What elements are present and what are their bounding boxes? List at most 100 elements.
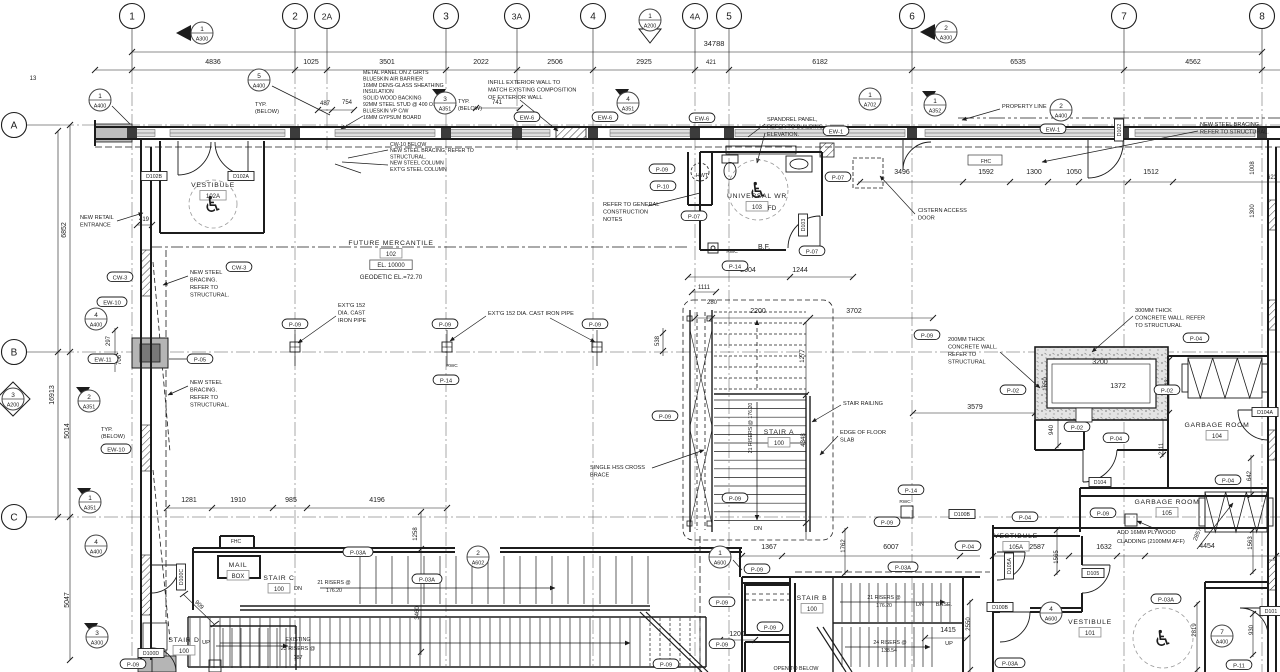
note-line: BLUESKIN VP C/W	[363, 108, 409, 114]
callout-P-14: P-14	[721, 260, 749, 272]
dimension-label: 3200	[1092, 359, 1108, 366]
steel-column	[1119, 126, 1129, 140]
note-line: REFER TO	[190, 285, 219, 291]
dimension-label: 297	[106, 335, 112, 346]
note-line: IRON PIPE	[338, 318, 367, 324]
annotation-text: 138.54	[881, 648, 897, 654]
marker-number: 4	[626, 96, 630, 103]
dimension-label: 3702	[846, 308, 862, 315]
grid-bubble-label: 8	[1259, 12, 1265, 23]
marker-sheet: A400	[90, 550, 103, 556]
marker-sheet: A602	[472, 561, 485, 567]
callout-P-04: P-04	[1214, 474, 1242, 486]
door-tag-label: D100D	[143, 651, 159, 657]
marker-number: 4	[94, 312, 98, 319]
marker-sheet: A600	[714, 561, 727, 567]
grid-bubble-label: B	[11, 348, 18, 359]
note-line: DOOR	[918, 216, 935, 222]
room-number-box	[745, 201, 769, 212]
note-line: ENTRANCE	[80, 223, 111, 229]
annotation-text: BASE.	[936, 602, 953, 608]
room-number: 100	[179, 649, 190, 655]
dimension-label: 6182	[812, 59, 828, 66]
grid-bubble	[503, 2, 531, 30]
note-line: (BELOW)	[255, 109, 279, 115]
dimension-label: 1300	[1026, 169, 1042, 176]
annotation-text: OPEN TO BELOW	[773, 666, 819, 672]
note-line: (BELOW)	[101, 434, 125, 440]
room-name: STAIR A	[764, 429, 794, 436]
callout-label: EW-6	[695, 116, 709, 122]
callout-EW-6: EW-6	[591, 111, 619, 123]
marker-sheet: A400	[90, 323, 103, 329]
dimension-label: 1025	[303, 59, 319, 66]
note-line: MATCH EXISTING COMPOSITION	[488, 88, 576, 94]
door-tag-D102B: D102B	[140, 171, 168, 181]
room-number: 105A	[1009, 545, 1023, 551]
annotation-text: B.F.	[758, 244, 770, 251]
marker-number: 3	[11, 392, 15, 399]
door-tag-D104: D104	[1088, 477, 1112, 487]
door-tag-D100C: D100C	[176, 563, 186, 591]
callout-P-09: P-09	[1089, 507, 1117, 519]
callout-CW-3: CW-3	[106, 271, 134, 283]
door-tag-D105A: D105A	[1004, 552, 1014, 580]
marker-sheet: A200	[644, 24, 657, 30]
door-tag-label: D103	[801, 219, 807, 232]
grid-bubble	[681, 2, 709, 30]
callout-label: EW-6	[520, 115, 534, 121]
dimension-label: 13	[30, 76, 37, 82]
callout-label: P-07	[832, 175, 844, 181]
marker-sheet: A351	[439, 107, 452, 113]
annotation-text: DN	[916, 602, 924, 608]
callout-P-09: P-09	[913, 329, 941, 341]
room-number-box	[267, 583, 291, 594]
room-number-box	[1078, 627, 1102, 638]
callout-P-09: P-09	[281, 318, 309, 330]
grid-bubble-label: 5	[726, 12, 732, 23]
note-line: BRACE	[590, 473, 610, 479]
cast-iron-pipe	[289, 330, 301, 366]
annotation-text: DN	[754, 526, 762, 532]
callout-label: P-04	[1222, 478, 1235, 484]
room-label-105A: VESTIBULE 105A	[994, 533, 1038, 552]
callout-label: P-02	[1161, 388, 1173, 394]
room-number-box	[1155, 507, 1179, 518]
annotation-text: HWT	[696, 173, 709, 179]
marker-number: 4	[94, 539, 98, 546]
grid-line-2A: 2A	[313, 2, 341, 150]
dimension-label: 4562	[1185, 59, 1201, 66]
grid-bubble	[898, 2, 926, 30]
note-line: EXT'G STEEL COLUMN	[390, 167, 447, 173]
grid-bubble-label: C	[10, 513, 17, 524]
room-number: 102A	[206, 194, 220, 200]
room-number-box	[1002, 541, 1030, 552]
grid-bubble	[0, 111, 28, 139]
cast-iron-pipe	[591, 330, 603, 366]
room-name: VESTIBULE	[994, 533, 1038, 540]
dimension-label: 5014	[64, 423, 71, 439]
callout-label: P-09	[439, 322, 451, 328]
callout-label: P-14	[905, 488, 918, 494]
note-line: NEW STEEL BRACING, REFER TO	[390, 148, 474, 154]
dimension-label: 1650	[1043, 377, 1049, 391]
room-number: 105	[1162, 511, 1173, 517]
dimension-label: 2819	[1192, 623, 1198, 637]
grid-bubble-label: 3	[443, 12, 449, 23]
callout-P-09: P-09	[119, 658, 147, 670]
callout-P-09: P-09	[756, 621, 784, 633]
room-number-box	[172, 645, 196, 656]
marker-sheet: A702	[864, 103, 877, 109]
callout-label: CW-3	[113, 275, 128, 281]
callout-label: P-03A	[419, 577, 435, 583]
